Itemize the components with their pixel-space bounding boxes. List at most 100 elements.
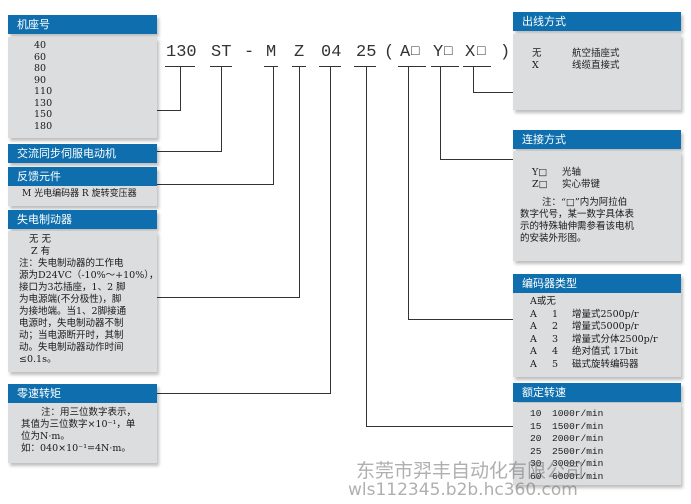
seat-item: 110	[34, 86, 53, 97]
speed-label: 2000r/min	[552, 433, 604, 444]
connector-seat	[180, 67, 181, 111]
connector-speed-h	[366, 426, 513, 427]
speed-item: 20 2000r/min	[530, 433, 681, 446]
underline-y	[431, 66, 459, 67]
encoder-label: 绝对值式 17bit	[572, 346, 639, 357]
connector-x-h	[473, 92, 513, 93]
speed-code: 15	[530, 420, 542, 432]
connector-a-h	[408, 319, 513, 320]
connect-note: 示的特殊轴伸需参看该电机	[520, 221, 635, 232]
connector-seat-h	[157, 110, 181, 111]
speed-label: 1000r/min	[552, 408, 604, 419]
encoder-item: A或无	[530, 296, 681, 309]
underline-seat	[165, 66, 195, 67]
connect-note: 注：“□”内为阿拉伯	[542, 197, 628, 208]
seat-item: 130	[34, 97, 53, 109]
connector-y-h	[440, 159, 513, 160]
connector-torque-h	[157, 393, 331, 394]
encoder-num: 2	[552, 321, 559, 332]
connect-note: 数字代号，某一数字具体表	[520, 209, 635, 220]
rated-speed-header: 额定转速	[513, 383, 681, 402]
seat-header: 机座号	[8, 15, 157, 34]
brake-option-none: 无 无	[29, 234, 52, 245]
connector-torque	[330, 67, 331, 394]
ac-servo-header: 交流同步伺服电动机	[8, 144, 157, 163]
underline-a	[398, 66, 426, 67]
encoder-num: 5	[552, 358, 559, 370]
speed-code: 10	[530, 408, 542, 419]
connector-st	[221, 67, 222, 152]
zero-torque-note: 如：040×10⁻¹=4N·m。	[21, 443, 131, 454]
code-m: M	[266, 43, 277, 62]
speed-code: 30	[530, 458, 542, 469]
feedback-desc: M 光电编码器 R 旋转变压器	[22, 189, 137, 199]
encoder-item: A 4 绝对值式 17bit	[530, 346, 681, 359]
speed-code: 25	[530, 445, 542, 457]
underline-torque	[319, 66, 341, 67]
speed-code: 20	[530, 433, 542, 444]
outlet-label: 线缆直接式	[572, 59, 620, 71]
connector-z-h	[157, 297, 300, 298]
outlet-header: 出线方式	[513, 12, 681, 31]
connect-code: Z□	[532, 179, 548, 190]
code-dash: -	[244, 43, 255, 62]
outlet-item: 无航空插座式	[532, 48, 681, 60]
brake-panel: 无 无 Z 有 注：失电制动器的工作电 源为D24VC（-10%～+10%）， …	[8, 231, 159, 372]
speed-item: 15 1500r/min	[530, 421, 681, 434]
brake-note: 为接地端。当1、2脚接通	[19, 306, 127, 317]
zero-torque-note: 其值为三位数字×10⁻¹，单	[21, 419, 136, 430]
connect-label: 实心带键	[562, 179, 601, 190]
connector-st-h	[157, 151, 222, 152]
outlet-code: 无	[532, 48, 542, 59]
speed-label: 6000r/min	[552, 470, 604, 482]
underline-z	[292, 66, 306, 67]
seat-item: 60	[34, 51, 47, 63]
encoder-code: A	[530, 308, 537, 320]
encoder-label: 增量式2500p/r	[572, 308, 639, 320]
feedback-header: 反馈元件	[8, 167, 157, 186]
encoder-code: A	[530, 321, 537, 332]
encoder-num: 3	[552, 333, 559, 345]
connect-label: 光轴	[562, 167, 582, 178]
code-a: A	[400, 43, 411, 62]
encoder-code: A	[530, 346, 537, 357]
connector-m-h	[157, 184, 274, 185]
connect-code: Y□	[532, 167, 548, 178]
seat-panel: 40 60 80 90 110 130 150 180	[8, 37, 157, 138]
seat-item: 150	[34, 109, 53, 120]
zero-torque-note: 注：用三位数字表示，	[41, 407, 137, 418]
watermark-url: wls112345.b2b.hc360.com	[348, 480, 578, 500]
underline-st	[210, 66, 232, 67]
encoder-code: A	[530, 358, 537, 370]
code-open-paren: (	[384, 43, 395, 62]
underline-m	[264, 66, 278, 67]
code-st: ST	[211, 43, 232, 62]
code-a-box: □	[411, 44, 420, 60]
code-seat: 130	[166, 43, 197, 62]
connector-a	[408, 67, 409, 320]
connect-item: Y□ 光轴	[532, 167, 681, 179]
seat-item: 80	[34, 63, 47, 74]
encoder-num: 4	[552, 346, 559, 357]
connector-z	[299, 67, 300, 298]
zero-torque-panel: 注：用三位数字表示， 其值为三位数字×10⁻¹，单 位为N·m。 如：040×1…	[8, 403, 157, 463]
code-close-paren: )	[500, 43, 511, 62]
brake-note: 动。失电制动器动作时间	[19, 342, 124, 353]
speed-label: 1500r/min	[552, 420, 604, 432]
encoder-header: 编码器类型	[513, 274, 681, 293]
connector-y	[440, 67, 441, 160]
brake-header: 失电制动器	[8, 210, 157, 229]
code-z: Z	[294, 43, 305, 62]
encoder-num: 1	[552, 308, 559, 320]
code-y-box: □	[444, 44, 453, 60]
encoder-item: A 1 增量式2500p/r	[530, 309, 681, 322]
brake-note: 为电源端(不分极性)，脚	[19, 294, 122, 305]
connect-header: 连接方式	[513, 130, 681, 149]
underline-x	[463, 66, 491, 67]
brake-note: ≤0.1s。	[19, 354, 57, 365]
